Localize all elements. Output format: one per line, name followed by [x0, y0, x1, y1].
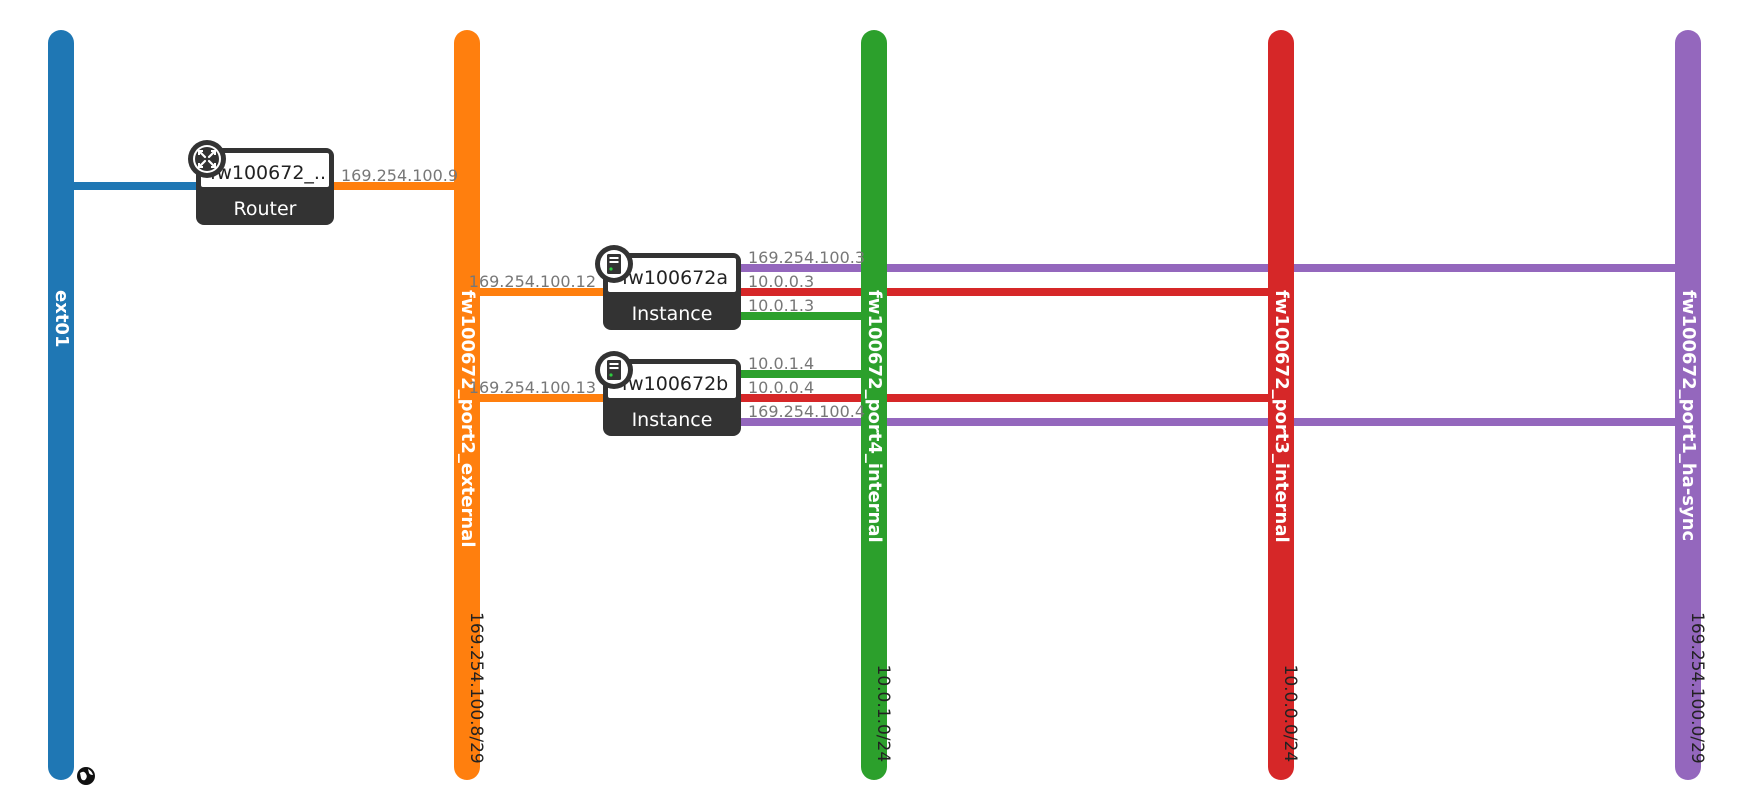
network-label-port4[interactable]: fw100672_port4_internal [864, 290, 885, 543]
network-cidr-port2: 169.254.100.8/29 [466, 612, 486, 764]
node-name-inst_a[interactable]: fw100672a [622, 267, 728, 289]
port-ip-inst_b-port4: 10.0.1.4 [748, 354, 814, 373]
port-ip-inst_b-port1: 169.254.100.4 [748, 402, 865, 421]
network-label-port2[interactable]: fw100672_port2_external [457, 290, 478, 548]
port-ip-inst_a-port1: 169.254.100.3 [748, 248, 865, 267]
network-label-port3[interactable]: fw100672_port3_internal [1271, 290, 1292, 543]
port-ip-inst_b-port2: 169.254.100.13 [469, 378, 596, 397]
node-router[interactable]: fw100672_.. Router [188, 140, 334, 225]
port-ip-router-port2: 169.254.100.9 [341, 166, 458, 185]
port-ip-inst_b-port3: 10.0.0.4 [748, 378, 814, 397]
node-name-inst_b[interactable]: fw100672b [622, 373, 729, 395]
router-icon [188, 140, 226, 178]
network-cidr-port4: 10.0.1.0/24 [873, 665, 893, 763]
port-ip-inst_a-port3: 10.0.0.3 [748, 272, 814, 291]
network-label-port1[interactable]: fw100672_port1_ha-sync [1678, 290, 1699, 541]
server-icon [595, 351, 633, 389]
device-nodes: 169.254.100.9 169.254.100.12 169.254.100.3… [188, 140, 865, 436]
network-bar-port1[interactable] [1675, 30, 1701, 780]
network-label-ext01[interactable]: ext01 [51, 290, 72, 347]
node-type-router: Router [234, 198, 297, 220]
port-ip-inst_a-port2: 169.254.100.12 [469, 272, 596, 291]
network-cidr-port1: 169.254.100.0/29 [1687, 612, 1707, 764]
port-links [61, 182, 1688, 426]
network-bar-ext01[interactable] [48, 30, 74, 780]
node-type-inst_a: Instance [632, 303, 713, 325]
port-ip-inst_a-port4: 10.0.1.3 [748, 296, 814, 315]
network-cidr-port3: 10.0.0.0/24 [1280, 665, 1300, 763]
globe-icon [77, 767, 95, 785]
node-name-router[interactable]: fw100672_.. [210, 162, 326, 184]
network-bar-port2[interactable] [454, 30, 480, 780]
network-bar-port4[interactable] [861, 30, 887, 780]
node-type-inst_b: Instance [632, 409, 713, 431]
network-bar-port3[interactable] [1268, 30, 1294, 780]
server-icon [595, 245, 633, 283]
